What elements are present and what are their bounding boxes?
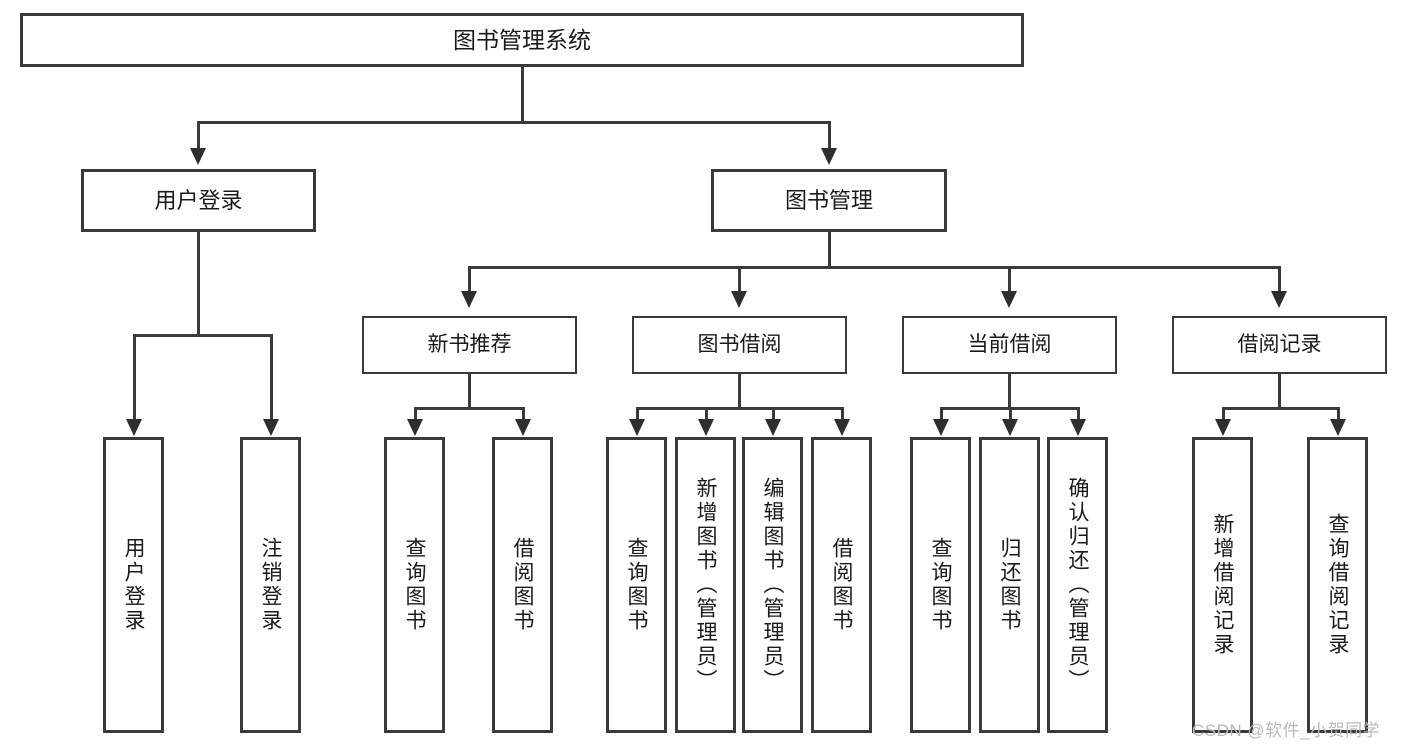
leaf-new-book-1[interactable]: 查询图书 [384,437,445,733]
connector-bm-to-new-book [468,266,471,292]
leaf-borrow-record-2-label: 查询借阅记录 [1326,513,1349,657]
arrow-bb-to-leaf-3 [765,419,781,436]
leaf-new-book-1-label: 查询图书 [403,537,426,633]
connector-br-to-leaf-2 [1337,407,1340,420]
arrow-root-to-user-login [190,148,206,165]
leaf-book-borrow-3-label: 编辑图书（管理员） [761,477,784,693]
connector-borrow-record-split-bar [1222,407,1339,410]
connector-root-to-book-management [828,121,831,149]
node-borrow-record-label: 借阅记录 [1237,332,1322,356]
leaf-book-borrow-4[interactable]: 借阅图书 [811,437,872,733]
leaf-book-borrow-3[interactable]: 编辑图书（管理员） [742,437,803,733]
connector-bb-to-leaf-1 [636,407,639,420]
leaf-book-borrow-4-label: 借阅图书 [830,537,853,633]
connector-user-login-split-bar [133,334,272,337]
leaf-borrow-record-2[interactable]: 查询借阅记录 [1307,437,1368,733]
connector-new-book-to-leaf-1 [414,407,417,420]
arrow-br-to-leaf-2 [1330,419,1346,436]
node-book-borrow[interactable]: 图书借阅 [632,316,847,374]
node-current-borrow[interactable]: 当前借阅 [902,316,1117,374]
node-book-borrow-label: 图书借阅 [697,332,782,356]
leaf-current-borrow-2-label: 归还图书 [998,537,1021,633]
leaf-book-borrow-2[interactable]: 新增图书（管理员） [675,437,736,733]
connector-bm-to-current-borrow [1008,266,1011,292]
arrow-bb-to-leaf-4 [834,419,850,436]
connector-bm-to-book-borrow [738,266,741,292]
connector-bb-to-leaf-2 [705,407,708,420]
connector-user-login-to-leaf-1 [133,334,136,420]
arrow-new-book-to-leaf-1 [407,419,423,436]
node-book-management[interactable]: 图书管理 [711,169,947,232]
leaf-user-login-2[interactable]: 注销登录 [240,437,301,733]
connector-book-management-split-bar [468,266,1280,269]
arrow-cb-to-leaf-1 [933,419,949,436]
leaf-new-book-2-label: 借阅图书 [511,537,534,633]
connector-borrow-record-stem [1278,374,1281,410]
leaf-book-borrow-1[interactable]: 查询图书 [606,437,667,733]
arrow-bm-to-book-borrow [731,291,747,308]
node-current-borrow-label: 当前借阅 [967,332,1052,356]
node-user-login-label: 用户登录 [154,187,243,213]
connector-cb-to-leaf-2 [1009,407,1012,420]
connector-cb-to-leaf-1 [940,407,943,420]
node-root-system-label: 图书管理系统 [453,26,591,53]
leaf-current-borrow-3[interactable]: 确认归还（管理员） [1047,437,1108,733]
connector-user-login-stem [197,232,200,336]
arrow-user-login-to-leaf-1 [126,419,142,436]
leaf-current-borrow-3-label: 确认归还（管理员） [1066,477,1089,693]
connector-br-to-leaf-1 [1222,407,1225,420]
node-user-login[interactable]: 用户登录 [81,169,316,232]
connector-bb-to-leaf-3 [772,407,775,420]
arrow-cb-to-leaf-3 [1070,419,1086,436]
leaf-borrow-record-1[interactable]: 新增借阅记录 [1192,437,1253,733]
connector-root-stem [521,67,524,123]
node-new-book-recommend[interactable]: 新书推荐 [362,316,577,374]
leaf-user-login-2-label: 注销登录 [259,537,282,633]
arrow-bb-to-leaf-2 [698,419,714,436]
connector-bb-to-leaf-4 [841,407,844,420]
arrow-root-to-book-management [821,148,837,165]
leaf-current-borrow-1-label: 查询图书 [929,537,952,633]
connector-book-management-stem [828,232,831,268]
leaf-user-login-1[interactable]: 用户登录 [103,437,164,733]
arrow-bm-to-current-borrow [1001,291,1017,308]
leaf-current-borrow-2[interactable]: 归还图书 [979,437,1040,733]
leaf-book-borrow-2-label: 新增图书（管理员） [694,477,717,693]
arrow-bm-to-new-book [461,291,477,308]
arrow-user-login-to-leaf-2 [263,419,279,436]
connector-book-borrow-stem [738,374,741,410]
arrow-new-book-to-leaf-2 [515,419,531,436]
leaf-user-login-1-label: 用户登录 [122,537,145,633]
arrow-bb-to-leaf-1 [629,419,645,436]
node-root-system[interactable]: 图书管理系统 [20,13,1024,67]
leaf-borrow-record-1-label: 新增借阅记录 [1211,513,1234,657]
leaf-current-borrow-1[interactable]: 查询图书 [910,437,971,733]
arrow-br-to-leaf-1 [1215,419,1231,436]
connector-bm-to-borrow-record [1278,266,1281,292]
node-book-management-label: 图书管理 [784,187,873,213]
connector-user-login-to-leaf-2 [270,334,273,420]
connector-root-split-bar [197,121,830,124]
connector-new-book-stem [468,374,471,410]
connector-current-borrow-stem [1008,374,1011,410]
connector-new-book-split-bar [414,407,524,410]
node-new-book-recommend-label: 新书推荐 [427,332,512,356]
arrow-cb-to-leaf-2 [1002,419,1018,436]
leaf-new-book-2[interactable]: 借阅图书 [492,437,553,733]
connector-book-borrow-split-bar [636,407,843,410]
connector-root-to-user-login [197,121,200,149]
arrow-bm-to-borrow-record [1271,291,1287,308]
connector-cb-to-leaf-3 [1077,407,1080,420]
leaf-book-borrow-1-label: 查询图书 [625,537,648,633]
node-borrow-record[interactable]: 借阅记录 [1172,316,1387,374]
connector-new-book-to-leaf-2 [522,407,525,420]
